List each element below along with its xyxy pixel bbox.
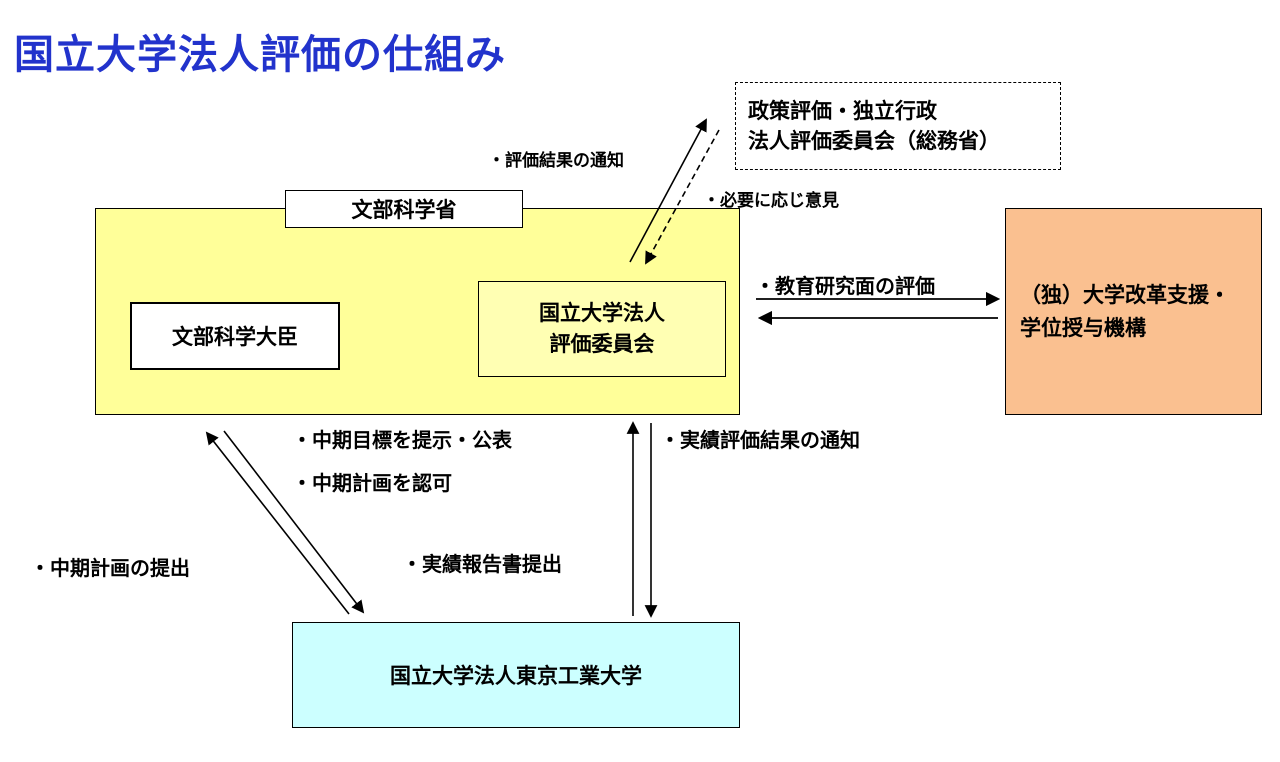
label-performance-result-notice: ・実績評価結果の通知 [660, 428, 860, 452]
label-midterm-goal-present: ・中期目標を提示・公表 [292, 428, 512, 452]
niad-box: （独）大学改革支援・ 学位授与機構 [1005, 208, 1262, 415]
evaluation-committee-box: 国立大学法人 評価委員会 [478, 281, 726, 377]
soumu-committee-line2: 法人評価委員会（総務省） [748, 129, 1000, 153]
arrow-midterm-plan-up [205, 431, 350, 615]
mext-label: 文部科学省 [351, 198, 457, 222]
mext-label-box: 文部科学省 [285, 190, 523, 228]
label-education-research-evaluation: ・教育研究面の評価 [755, 274, 935, 298]
label-eval-result-notice: ・評価結果の通知 [488, 151, 624, 171]
minister-box: 文部科学大臣 [130, 302, 340, 370]
label-midterm-plan-submit: ・中期計画の提出 [30, 556, 190, 580]
page-title: 国立大学法人評価の仕組み [14, 32, 506, 78]
niad-line2: 学位授与機構 [1020, 315, 1146, 340]
label-opinion-as-needed: ・必要に応じ意見 [703, 191, 839, 211]
soumu-committee-line1: 政策評価・独立行政 [748, 98, 937, 123]
titech-label: 国立大学法人東京工業大学 [390, 664, 642, 688]
evaluation-committee-line1: 国立大学法人 [539, 300, 665, 325]
arrow-midterm-goal-down [223, 430, 365, 614]
soumu-committee-box: 政策評価・独立行政 法人評価委員会（総務省） [735, 82, 1061, 170]
label-midterm-plan-approve: ・中期計画を認可 [292, 471, 452, 495]
titech-box: 国立大学法人東京工業大学 [292, 622, 740, 728]
label-performance-report-submit: ・実績報告書提出 [402, 552, 562, 576]
evaluation-committee-line2: 評価委員会 [549, 332, 655, 356]
minister-label: 文部科学大臣 [172, 325, 298, 349]
niad-line1: （独）大学改革支援・ [1020, 282, 1230, 307]
